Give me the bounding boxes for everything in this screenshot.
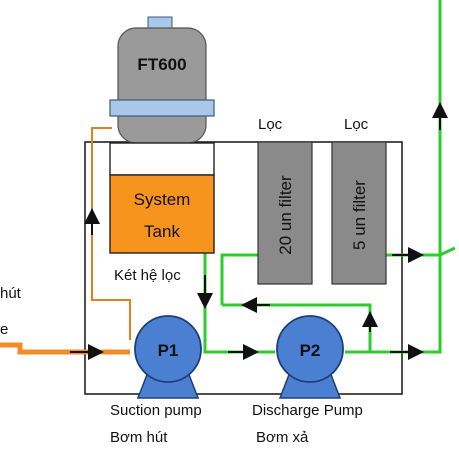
ft600-label: FT600 [137,55,186,74]
pump-p2 [276,315,344,399]
pump-p1-caption-en: Suction pump [110,402,202,419]
pump-p2-caption-vi: Bơm xả [256,429,309,446]
ft600-band [109,99,215,117]
pump-p1-id: P1 [158,341,179,360]
system-tank-top [109,142,215,176]
ft600-body [117,27,207,144]
ft600-feed-line [91,127,131,340]
pump-p1-caption-vi: Bơm hút [110,429,168,446]
tank-caption: Két hệ lọc [114,267,181,284]
filter-20un [257,141,313,285]
inlet-label-line2: e [0,321,8,338]
filter1-inlet-pipe [220,253,258,305]
system-enclosure [84,141,403,395]
filter1-label: 20 un filter [276,175,295,255]
filter-5un [331,141,387,285]
tank-label-line1: System [134,190,191,209]
pump-p2-caption-en: Discharge Pump [252,402,363,419]
pump-p2-id: P2 [300,341,321,360]
recirc-pipe [222,303,372,352]
inlet-pipe [0,342,130,355]
riser-up-arrow-2 [439,246,456,257]
ft600-cap [147,16,173,30]
filter1-header: Lọc [258,116,283,133]
pump-p1 [134,315,202,399]
filter2-label: 5 un filter [350,180,369,250]
inlet-label-line1: hút [0,285,22,302]
system-tank [109,174,215,254]
tank-label-line2: Tank [144,222,180,241]
filter2-header: Lọc [344,116,369,133]
